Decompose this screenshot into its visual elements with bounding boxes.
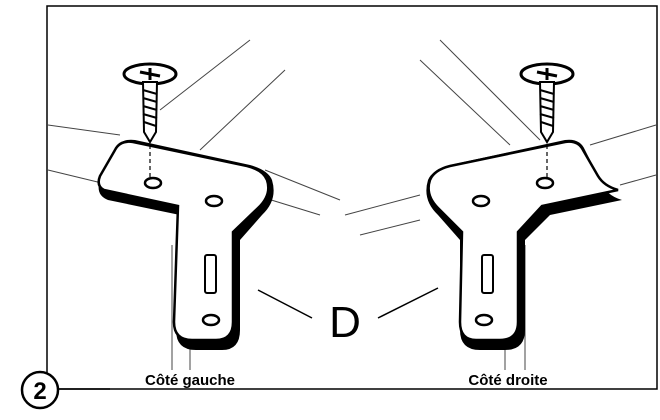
slot-hole: [481, 254, 494, 294]
right-screw: [519, 62, 575, 180]
screw-icon: [139, 68, 161, 80]
slot-hole: [204, 254, 217, 294]
screw-hole: [535, 176, 555, 190]
label-left-side: Côté gauche: [145, 372, 235, 389]
screw-hole: [474, 313, 494, 327]
label-right-side: Côté droite: [468, 372, 547, 389]
right-bracket: [426, 139, 622, 350]
screw-hole: [204, 194, 224, 208]
left-screw: [122, 62, 178, 180]
screw-hole: [471, 194, 491, 208]
callout-leader-right: [377, 287, 439, 319]
screw-hole: [143, 176, 163, 190]
frame-guide-lines: [47, 39, 657, 370]
callout-letter: D: [329, 298, 361, 347]
left-bracket: [97, 139, 274, 350]
step-badge: 2: [20, 370, 110, 410]
screw-hole: [201, 313, 221, 327]
callout-leader-left: [257, 289, 313, 319]
screw-icon: [536, 68, 558, 80]
step-number: 2: [33, 378, 46, 405]
